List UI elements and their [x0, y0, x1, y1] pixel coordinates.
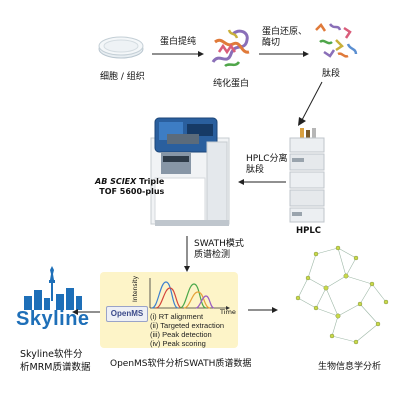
openms-axis-y: Intensity [132, 275, 139, 302]
arrow-to-hplc [296, 80, 326, 128]
instrument-label-line1: AB SCIEX Triple [95, 177, 165, 186]
swath-label: SWATH模式 质谱检测 [194, 239, 244, 261]
openms-step-2: (ii) Targeted extraction [150, 321, 225, 330]
peptides-label: 肽段 [322, 69, 341, 79]
openms-step-4: (iv) Peak scoring [150, 339, 206, 348]
swath-text: SWATH模式 质谱检测 [194, 239, 244, 260]
instrument-label: AB SCIEX Triple TOF 5600-plus [95, 177, 164, 197]
arrow-hplc-to-ms [238, 178, 286, 186]
petri-dish-icon [98, 34, 144, 60]
mass-spectrometer-icon [145, 108, 235, 230]
reduce-digest-label: 蛋白还原、 酶切 [262, 27, 307, 49]
openms-panel: Intensity Time OpenMS (i) RT alignment (… [100, 272, 238, 348]
skyline-label: Skyline软件分 析MRM质谱数据 [20, 348, 91, 374]
openms-step-1: (i) RT alignment [150, 312, 204, 321]
arrow-reduce-digest [259, 50, 309, 58]
hplc-sep-label: HPLC分离 肽段 [246, 154, 288, 176]
hplc-label: HPLC [296, 226, 321, 236]
openms-steps-list: (i) RT alignment (ii) Targeted extractio… [150, 312, 224, 348]
openms-label: OpenMS软件分析SWATH质谱数据 [110, 359, 252, 369]
arrow-openms-to-network [248, 306, 278, 314]
instrument-label-line2: TOF 5600-plus [99, 187, 165, 196]
hplc-sep-text: HPLC分离 肽段 [246, 154, 288, 175]
skyline-logo-text: Skyline [16, 308, 90, 330]
bioinfo-label: 生物信息学分析 [318, 362, 382, 372]
openms-logo-text: OpenMS [110, 309, 144, 318]
purified-protein-icon [205, 22, 257, 74]
skyline-logo [20, 266, 86, 342]
arrow-swath [183, 236, 191, 272]
hplc-icon [286, 128, 328, 224]
extract-label: 蛋白提纯 [160, 37, 197, 47]
purified-label: 纯化蛋白 [213, 79, 250, 89]
peptides-icon [310, 18, 360, 64]
openms-axis-x: Time [220, 308, 236, 316]
reduce-digest-text: 蛋白还原、 酶切 [262, 27, 308, 48]
openms-step-3: (iii) Peak detection [150, 330, 212, 339]
arrow-openms-to-skyline [72, 308, 102, 316]
skyline-label-line2: 析MRM质谱数据 [20, 362, 91, 373]
cells-label: 细胞 / 组织 [100, 72, 145, 82]
skyline-label-line1: Skyline软件分 [20, 349, 83, 360]
arrow-extract [152, 50, 204, 58]
openms-logo: OpenMS [106, 306, 148, 322]
network-graph-icon [286, 238, 396, 358]
